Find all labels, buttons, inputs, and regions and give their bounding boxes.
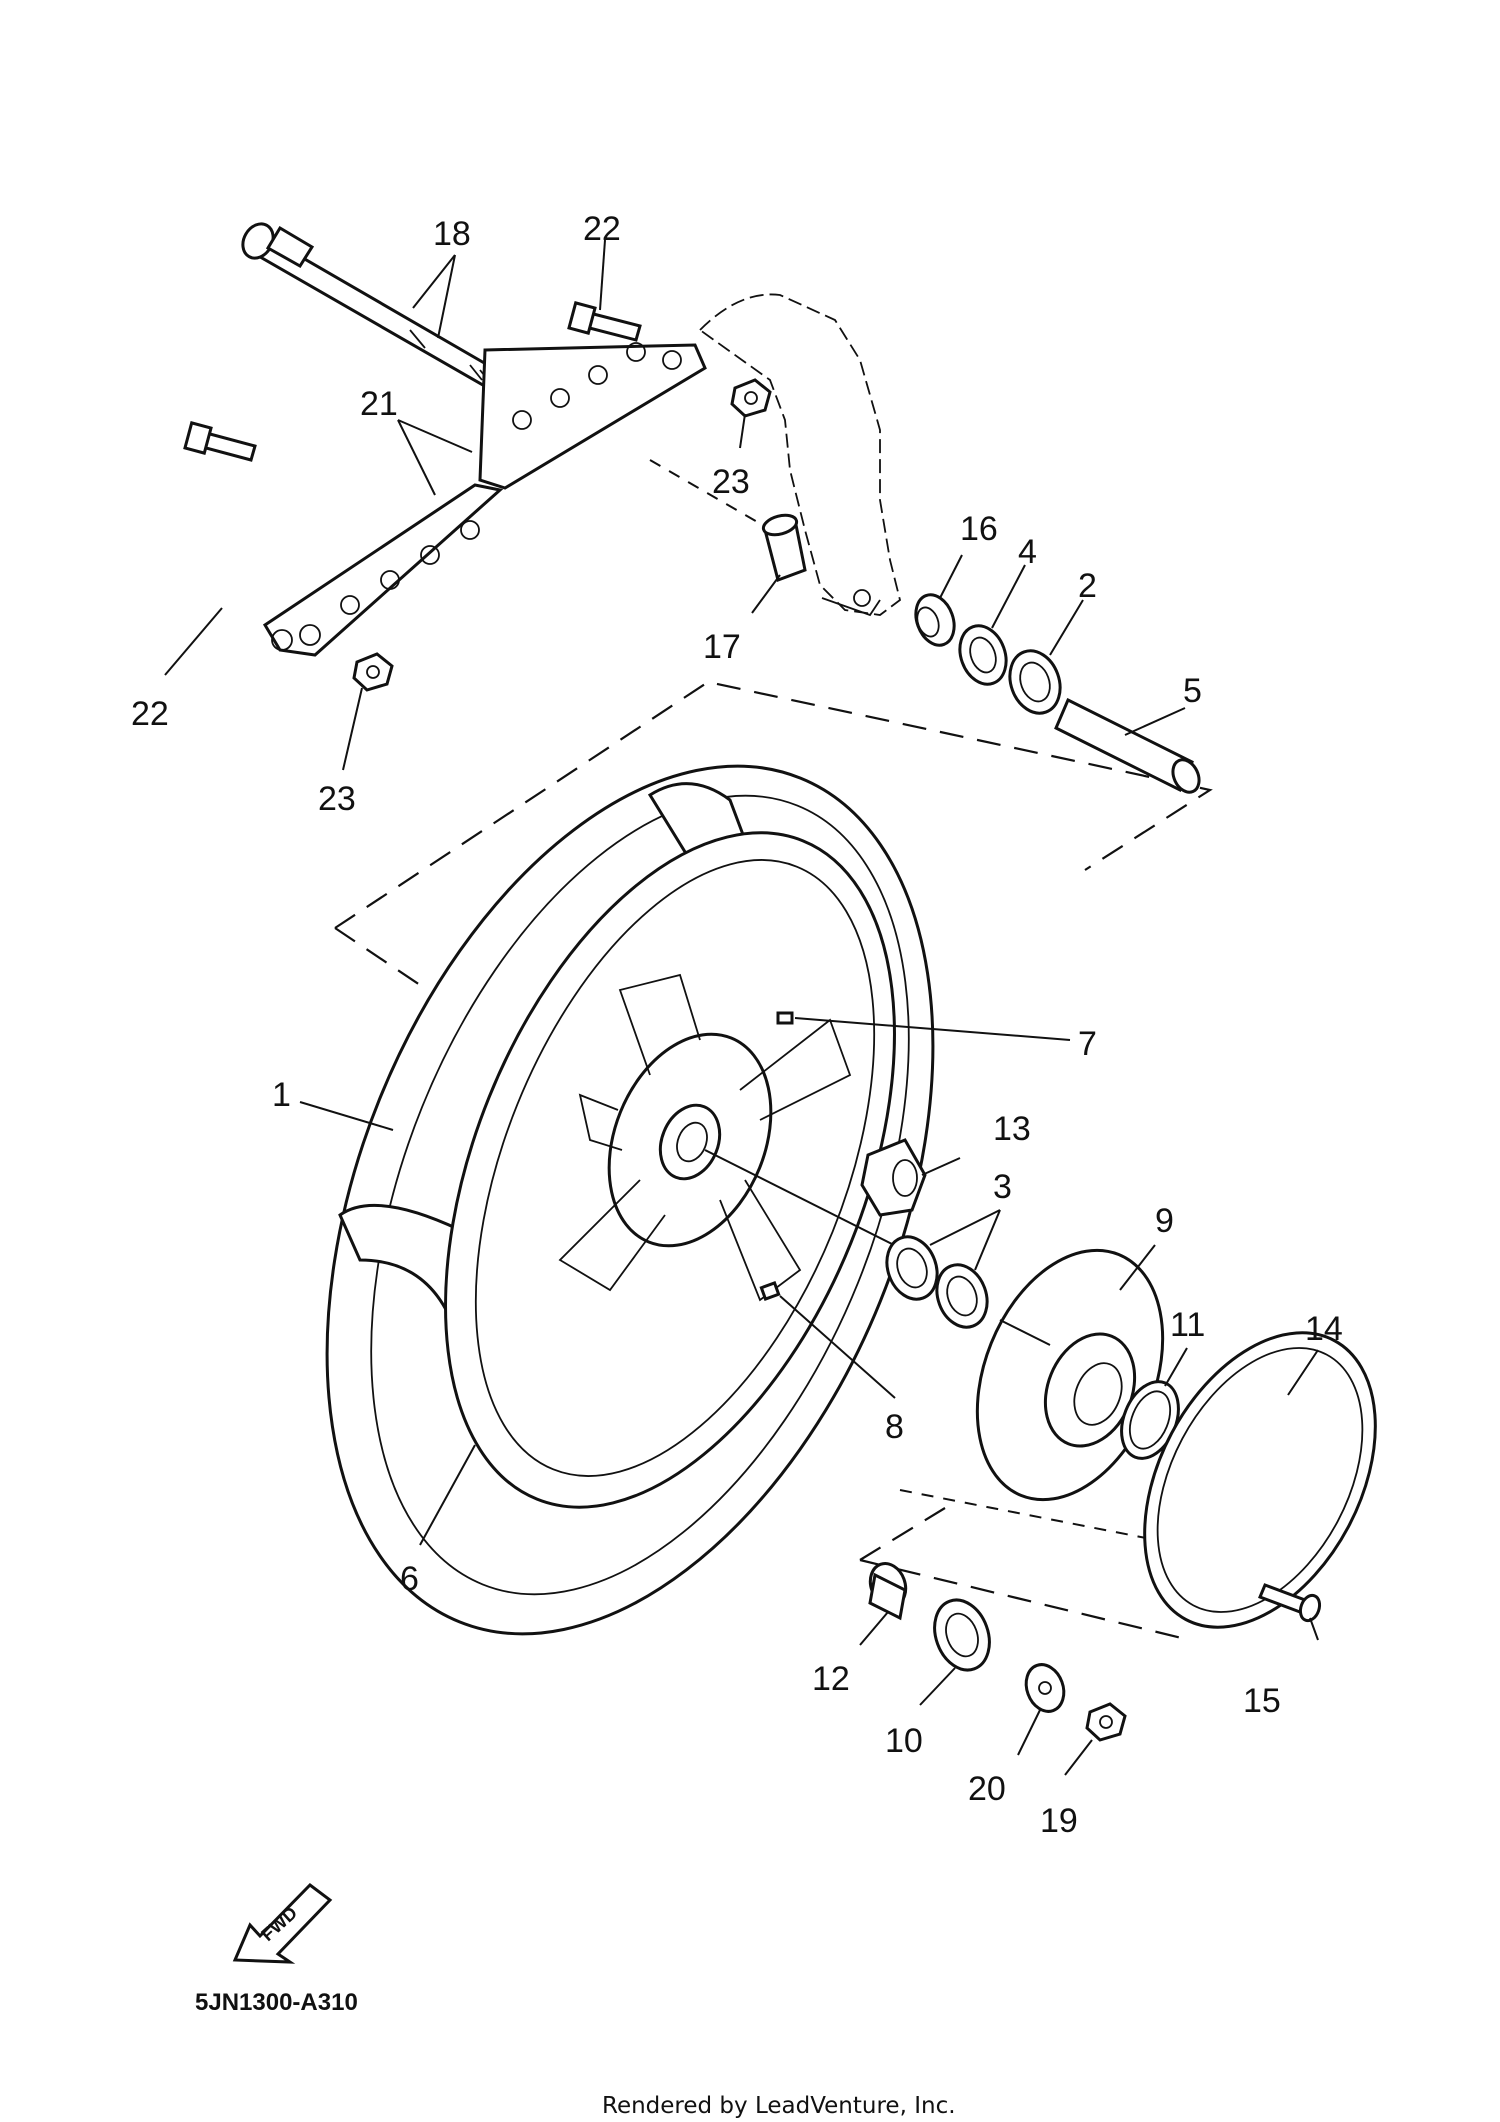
part-1-wheel-rim bbox=[444, 831, 896, 1509]
part-16-spacer bbox=[914, 593, 956, 647]
callout-11: 11 bbox=[1170, 1306, 1205, 1344]
callout-14: 14 bbox=[1305, 1310, 1343, 1348]
part-15-screw bbox=[1258, 1583, 1322, 1623]
part-20-washer bbox=[1024, 1663, 1066, 1713]
part-10-bearing bbox=[933, 1598, 991, 1672]
part-23-nut-top bbox=[730, 378, 772, 418]
part-22-bolt-left bbox=[183, 421, 257, 462]
caliper-bracket bbox=[698, 293, 902, 617]
callout-5: 5 bbox=[1183, 672, 1202, 710]
part-21-torque-rod bbox=[262, 342, 707, 657]
callout-2: 2 bbox=[1078, 567, 1097, 605]
part-5-spacer-tube bbox=[1054, 697, 1201, 794]
callout-8: 8 bbox=[885, 1408, 904, 1446]
callout-10: 10 bbox=[885, 1722, 923, 1760]
part-2-bearing bbox=[1008, 649, 1062, 715]
part-23-nut-left bbox=[352, 652, 394, 692]
callout-17: 17 bbox=[703, 628, 741, 666]
part-22-bolt-top bbox=[567, 301, 642, 342]
callout-23-left: 23 bbox=[318, 780, 356, 818]
part-19-nut bbox=[1085, 1702, 1127, 1742]
part-17-collar bbox=[761, 513, 807, 582]
callout-18: 18 bbox=[433, 215, 471, 253]
callout-20: 20 bbox=[968, 1770, 1006, 1808]
callout-1: 1 bbox=[272, 1076, 291, 1114]
callout-13: 13 bbox=[993, 1110, 1031, 1148]
part-3-bearing-b bbox=[935, 1263, 989, 1329]
callout-19: 19 bbox=[1040, 1802, 1078, 1840]
part-9-hub-plate bbox=[975, 1248, 1165, 1502]
part-12-collar bbox=[868, 1562, 908, 1621]
callout-6: 6 bbox=[400, 1560, 419, 1598]
assembly-guide-lines bbox=[334, 459, 1311, 1642]
callout-15: 15 bbox=[1243, 1682, 1281, 1720]
callout-21: 21 bbox=[360, 385, 398, 423]
part-13-gear-unit bbox=[860, 1138, 927, 1217]
callout-3: 3 bbox=[993, 1168, 1012, 1206]
callout-12: 12 bbox=[812, 1660, 850, 1698]
part-3-bearing-a bbox=[885, 1235, 939, 1301]
callouts: 18 22 21 23 16 4 2 17 22 5 23 7 1 13 3 9… bbox=[131, 210, 1343, 1840]
callout-16: 16 bbox=[960, 510, 998, 548]
leader-lines bbox=[164, 239, 1319, 1776]
callout-9: 9 bbox=[1155, 1202, 1174, 1240]
part-4-oil-seal bbox=[958, 624, 1008, 686]
part-8-weight bbox=[759, 1281, 781, 1301]
callout-22-top: 22 bbox=[583, 210, 621, 248]
axle-centerline bbox=[704, 1149, 901, 1249]
render-credit: Rendered by LeadVenture, Inc. bbox=[602, 2093, 956, 2119]
callout-4: 4 bbox=[1018, 533, 1037, 571]
part-7-valve bbox=[776, 1011, 794, 1025]
fwd-arrow-icon: FWD bbox=[232, 1883, 333, 1964]
callout-22-left: 22 bbox=[131, 695, 169, 733]
part-14-cover-ring bbox=[1143, 1331, 1377, 1629]
diagram-code: 5JN1300-A310 bbox=[195, 1989, 358, 2016]
callout-7: 7 bbox=[1078, 1025, 1097, 1063]
callout-23-top: 23 bbox=[712, 463, 750, 501]
